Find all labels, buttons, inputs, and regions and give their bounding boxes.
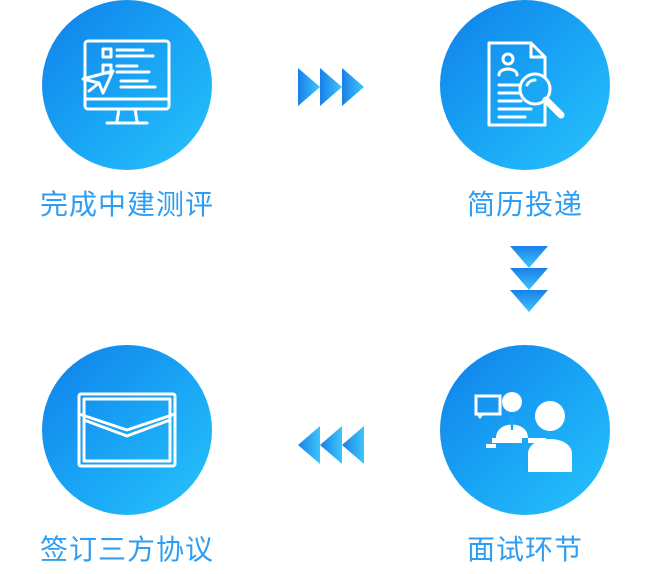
online-test-monitor-icon [81,39,171,125]
step-online-assessment: 完成中建测评 [27,0,227,222]
step-circle [440,0,610,170]
step-label: 完成中建测评 [39,188,214,221]
step-label: 签订三方协议 [39,533,214,566]
step-resume-submission: 简历投递 [425,0,625,222]
triple-chevron-right-icon [298,68,364,106]
step-circle [42,345,212,515]
step-label: 面试环节 [466,533,583,566]
step-label: 简历投递 [466,188,583,221]
interview-people-icon [474,392,572,472]
step-circle [440,345,610,515]
triple-chevron-down-icon [510,246,548,312]
step-sign-agreement: 签订三方协议 [27,345,227,567]
envelope-icon [77,392,177,468]
step-interview: 面试环节 [425,345,625,567]
resume-search-icon [487,41,565,127]
triple-chevron-left-icon [298,426,364,464]
step-circle [42,0,212,170]
